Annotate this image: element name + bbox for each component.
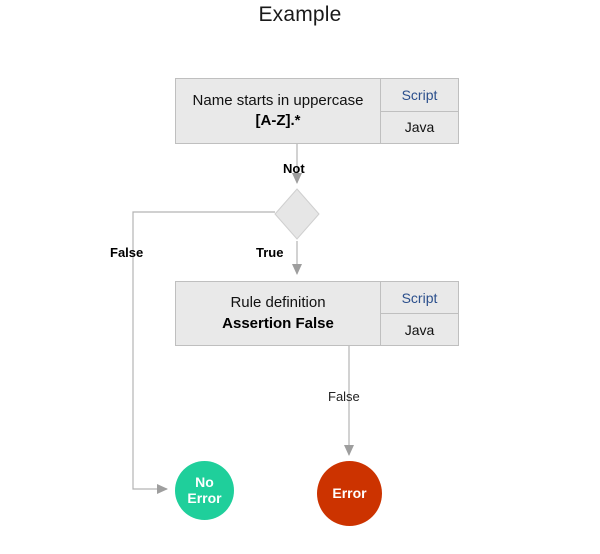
no-error-terminal[interactable]: No Error (175, 461, 234, 520)
error-terminal[interactable]: Error (317, 461, 382, 526)
condition-box-language-label[interactable]: Java (404, 119, 435, 136)
no-error-line2: Error (187, 489, 222, 506)
edge-label-true: True (256, 245, 284, 260)
condition-box-body: Name starts in uppercase [A-Z].* (176, 79, 381, 143)
assertion-box-language-label[interactable]: Java (404, 321, 435, 338)
assertion-box-script-label[interactable]: Script (381, 282, 458, 314)
page-title: Example (258, 3, 342, 26)
condition-box-title: Name starts in uppercase (192, 91, 364, 109)
no-error-line1: No (195, 473, 214, 490)
edge-label-not: Not (283, 161, 305, 176)
assertion-box-body: Rule definition Assertion False (176, 282, 381, 345)
condition-box-side: Script Java (381, 79, 458, 143)
no-error-terminal-text: No Error (187, 473, 222, 506)
edge-decision-false-to-no-error (132, 211, 275, 494)
decision-diamond-shape (274, 188, 320, 240)
edge-label-false-left: False (110, 245, 144, 260)
edge-label-false-assertion: False (328, 389, 360, 404)
condition-box-script-label[interactable]: Script (381, 79, 458, 112)
assertion-box-expression: Assertion False (222, 314, 334, 332)
assertion-action-box[interactable]: Rule definition Assertion False Script J… (175, 281, 459, 346)
condition-action-box[interactable]: Name starts in uppercase [A-Z].* Script … (175, 78, 459, 144)
condition-box-expression: [A-Z].* (255, 112, 301, 129)
error-terminal-text: Error (332, 484, 367, 501)
assertion-box-side: Script Java (381, 282, 458, 345)
assertion-box-title: Rule definition (230, 294, 326, 312)
